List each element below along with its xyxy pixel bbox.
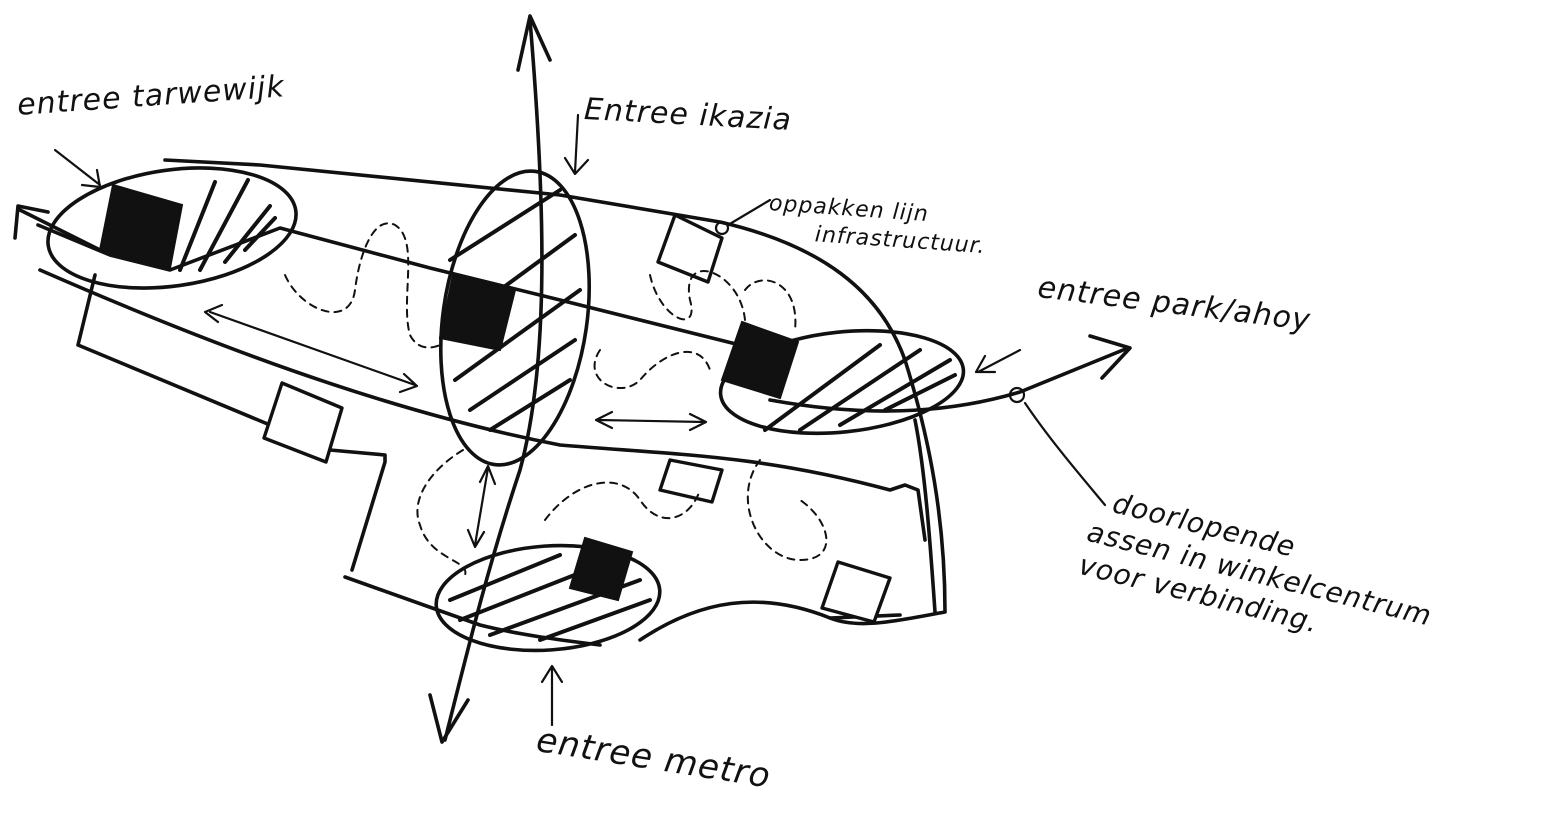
flow-dashed-1 [285,223,440,347]
left-axis-arrow [15,206,100,250]
flow-dashed-7 [745,280,795,330]
pointer-oppakken [728,200,770,225]
arrow-ikazia-metro [468,466,495,547]
open-square-1 [658,215,722,282]
flow-dashed-3 [595,350,710,388]
open-square-4 [822,562,890,622]
flow-dashed-6 [748,460,827,560]
flow-dashed-4 [417,450,465,575]
arrow-ikazia-park [596,412,706,430]
entrance-block-park [722,322,798,398]
open-square-3 [660,460,722,502]
hatching-tarwewijk [180,180,275,270]
entrance-block-ikazia [440,275,515,350]
pointer-metro [542,666,562,725]
pointer-park [976,350,1020,372]
pointer-doorlopende [1025,403,1105,505]
open-square-2 [264,383,342,462]
pointer-tarwewijk [55,150,100,187]
